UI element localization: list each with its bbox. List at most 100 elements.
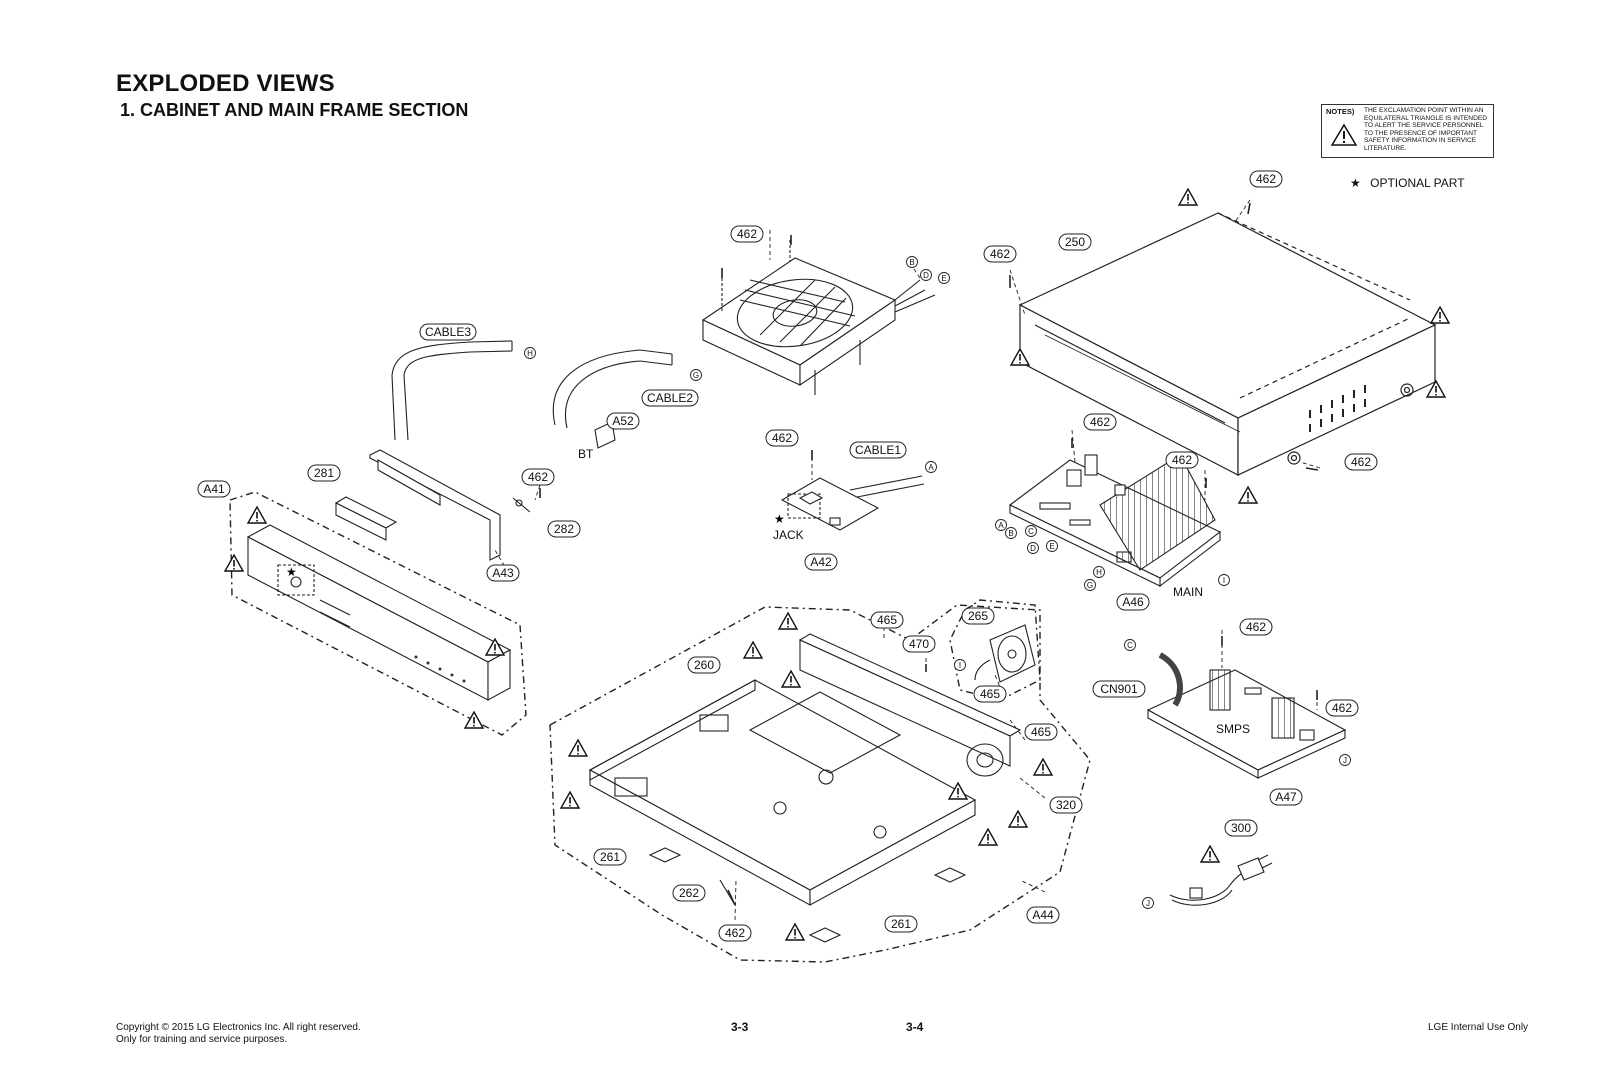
part-label-320: 320 xyxy=(1056,798,1076,812)
part-label-462: 462 xyxy=(1090,415,1110,429)
notes-text: THE EXCLAMATION POINT WITHIN AN EQUILATE… xyxy=(1364,107,1487,152)
part-label-281: 281 xyxy=(314,466,334,480)
connector-ref-d: D xyxy=(923,271,929,280)
warning-triangle-icon xyxy=(1430,306,1450,324)
star-icon: ★ xyxy=(1350,176,1361,190)
connector-ref-d: D xyxy=(1030,544,1036,553)
label-bt: BT xyxy=(578,447,594,461)
part-label-462: 462 xyxy=(1256,172,1276,186)
bt-module-a52 xyxy=(594,421,616,449)
part-label-cable2: CABLE2 xyxy=(647,391,693,405)
connector-ref-e: E xyxy=(941,274,946,283)
screws xyxy=(539,202,1319,906)
warning-triangle-icon xyxy=(978,828,998,846)
part-label-265: 265 xyxy=(968,609,988,623)
part-label-a44: A44 xyxy=(1032,908,1054,922)
part-label-462: 462 xyxy=(772,431,792,445)
footer-copyright: Copyright © 2015 LG Electronics Inc. All… xyxy=(116,1022,361,1046)
warning-triangle-icon xyxy=(1033,758,1053,776)
front-panel-a41 xyxy=(229,491,527,736)
copyright-text: Copyright © 2015 LG Electronics Inc. All… xyxy=(116,1022,361,1033)
power-cord-300 xyxy=(1169,854,1273,906)
warning-triangle-icon xyxy=(778,612,798,630)
warning-triangle-icon xyxy=(785,923,805,941)
part-label-462: 462 xyxy=(528,470,548,484)
optional-part-text: OPTIONAL PART xyxy=(1370,176,1465,190)
warning-triangle-icon xyxy=(1178,188,1198,206)
warning-triangle-icon xyxy=(1200,845,1220,863)
connector-ref-e: E xyxy=(1049,542,1054,551)
warning-triangle-icon xyxy=(247,506,267,524)
part-label-262: 262 xyxy=(679,886,699,900)
connector-ref-h: H xyxy=(1096,568,1102,577)
internal-use-text: LGE Internal Use Only xyxy=(1428,1022,1529,1033)
warning-triangle-icon xyxy=(1238,486,1258,504)
part-label-260: 260 xyxy=(694,658,714,672)
label-main: MAIN xyxy=(1173,585,1203,599)
cable2-ribbon xyxy=(552,349,673,429)
part-label-a47: A47 xyxy=(1275,790,1297,804)
connector-ref-b: B xyxy=(1008,529,1013,538)
warning-triangle-icon xyxy=(1008,810,1028,828)
optional-part-legend: ★ OPTIONAL PART xyxy=(1350,176,1465,190)
cable3-ribbon xyxy=(391,340,513,441)
section-title: 1. CABINET AND MAIN FRAME SECTION xyxy=(120,100,469,120)
main-board-a46 xyxy=(1008,454,1222,588)
part-labels xyxy=(197,170,1378,942)
warning-triangle-icon xyxy=(464,711,484,729)
connector-ref-j: J xyxy=(1343,756,1347,765)
connector-ref-b: B xyxy=(909,258,914,267)
leader-lines xyxy=(494,199,1321,921)
part-label-cable3: CABLE3 xyxy=(425,325,471,339)
connector-ref-g: G xyxy=(693,371,699,380)
warning-triangle-icon xyxy=(568,739,588,757)
part-label-465: 465 xyxy=(877,613,897,627)
part-label-462: 462 xyxy=(1172,453,1192,467)
bracket-a43 xyxy=(369,449,531,561)
page-title: EXPLODED VIEWS xyxy=(116,70,335,97)
part-label-261: 261 xyxy=(891,917,911,931)
part-label-261: 261 xyxy=(600,850,620,864)
part-label-a43: A43 xyxy=(492,566,514,580)
warning-triangle-icon xyxy=(781,670,801,688)
part-label-a52: A52 xyxy=(612,414,634,428)
page-number-left: 3-3 xyxy=(731,1020,749,1034)
connector-ref-h: H xyxy=(527,349,533,358)
part-label-cn901: CN901 xyxy=(1100,682,1138,696)
part-label-a46: A46 xyxy=(1122,595,1144,609)
part-label-462: 462 xyxy=(1332,701,1352,715)
star-icon: ★ xyxy=(774,512,785,526)
connector-ref-i: I xyxy=(959,661,961,670)
warning-triangle-icon xyxy=(743,641,763,659)
main-chassis-a44 xyxy=(549,604,1091,963)
notes-box: NOTES) THE EXCLAMATION POINT WITHIN AN E… xyxy=(1321,104,1494,158)
part-label-300: 300 xyxy=(1231,821,1251,835)
connector-ref-i: I xyxy=(1223,576,1225,585)
warning-triangle-icon xyxy=(560,791,580,809)
part-label-462: 462 xyxy=(990,247,1010,261)
part-label-462: 462 xyxy=(725,926,745,940)
label-jack: JACK xyxy=(773,528,804,542)
part-label-250: 250 xyxy=(1065,235,1085,249)
connector-ref-j: J xyxy=(1146,899,1150,908)
smps-board-a47 xyxy=(1146,652,1347,779)
connector-ref-c: C xyxy=(1127,641,1133,650)
disc-loader xyxy=(701,240,936,395)
label-smps: SMPS xyxy=(1216,722,1250,736)
connector-ref-g: G xyxy=(1087,581,1093,590)
part-label-462: 462 xyxy=(1246,620,1266,634)
part-label-a41: A41 xyxy=(203,482,225,496)
display-window-281 xyxy=(334,496,398,541)
jack-board-a42 xyxy=(780,477,880,531)
part-label-465: 465 xyxy=(1031,725,1051,739)
top-cover-250 xyxy=(1018,212,1437,476)
part-label-a42: A42 xyxy=(810,555,832,569)
part-label-470: 470 xyxy=(909,637,929,651)
connector-ref-c: C xyxy=(1028,527,1034,536)
part-label-465: 465 xyxy=(980,687,1000,701)
warning-triangle-icon xyxy=(1330,123,1358,146)
notes-label: NOTES) xyxy=(1326,107,1355,116)
page-number-right: 3-4 xyxy=(906,1020,924,1034)
part-label-cable1: CABLE1 xyxy=(855,443,901,457)
